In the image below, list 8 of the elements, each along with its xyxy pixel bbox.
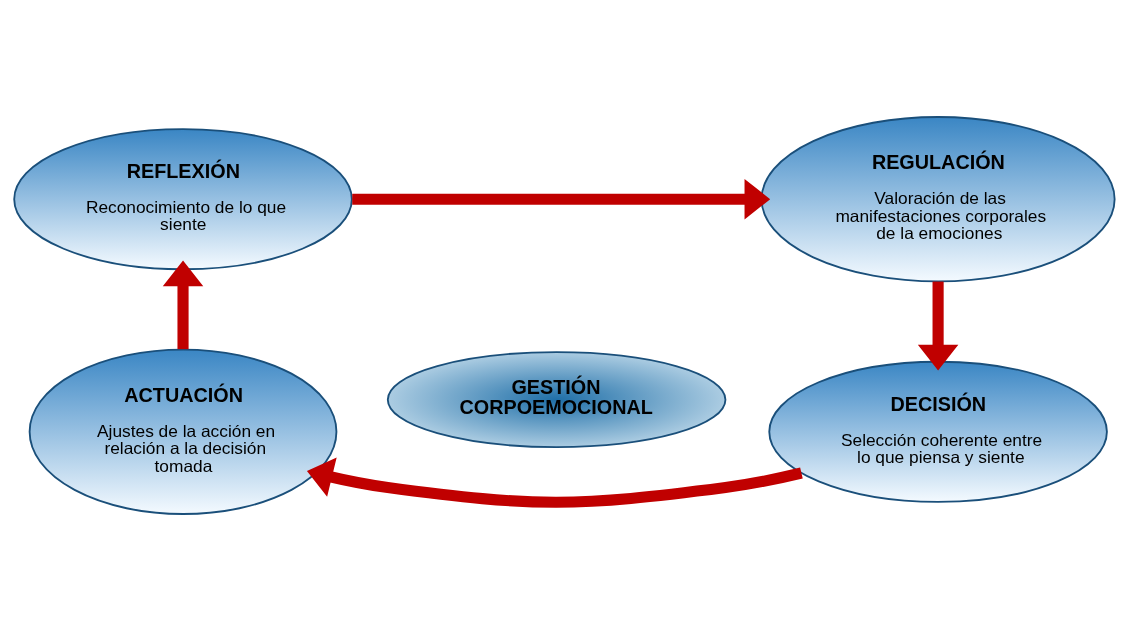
node-ellipse: REGULACIÓN Valoración de las manifestaciones corporales de la emociones	[760, 116, 1116, 283]
arrow	[162, 260, 204, 350]
arrow	[352, 178, 771, 220]
node-ellipse: DECISIÓN Selección coherente entre lo que piensa y siente	[768, 360, 1108, 503]
node-ellipse: GESTIÓN CORPOEMOCIONAL	[386, 351, 727, 449]
arrow	[917, 281, 959, 371]
node-ellipse: REFLEXIÓN Reconocimiento de lo que siente	[13, 128, 353, 271]
arrow	[306, 457, 803, 508]
